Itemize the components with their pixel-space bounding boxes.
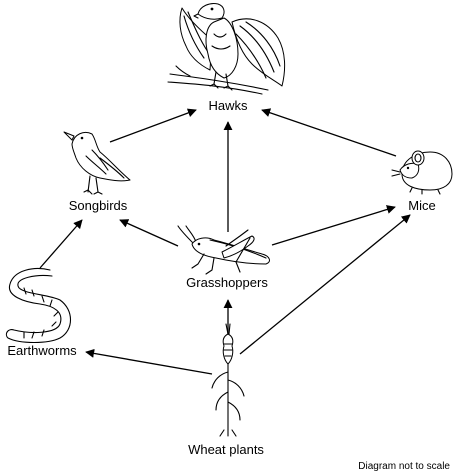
grasshoppers-label: Grasshoppers <box>186 275 268 290</box>
food-web-arrows <box>39 108 411 375</box>
earthworms-label: Earthworms <box>7 343 77 358</box>
mouse-icon <box>391 150 453 195</box>
songbird-icon <box>63 131 131 195</box>
scale-note: Diagram not to scale <box>358 461 450 472</box>
mice-label: Mice <box>408 198 435 213</box>
wheat-plant-icon <box>211 323 245 437</box>
grasshopper-icon <box>177 225 270 275</box>
arrow-mice-to-hawks <box>261 108 397 157</box>
arrow-grasshoppers-to-songbirds <box>119 219 179 247</box>
arrow-earthworms-to-songbirds <box>39 219 83 269</box>
wheat-plants-label: Wheat plants <box>188 442 264 457</box>
arrow-grasshoppers-to-mice <box>271 205 396 246</box>
hawk-icon <box>167 3 286 95</box>
arrow-wheat-to-mice <box>239 214 411 355</box>
arrow-songbirds-to-hawks <box>109 108 197 143</box>
earthworm-icon <box>5 267 72 344</box>
hawks-label: Hawks <box>208 98 248 113</box>
arrow-wheat-to-earthworms <box>85 348 213 375</box>
songbirds-label: Songbirds <box>69 198 128 213</box>
